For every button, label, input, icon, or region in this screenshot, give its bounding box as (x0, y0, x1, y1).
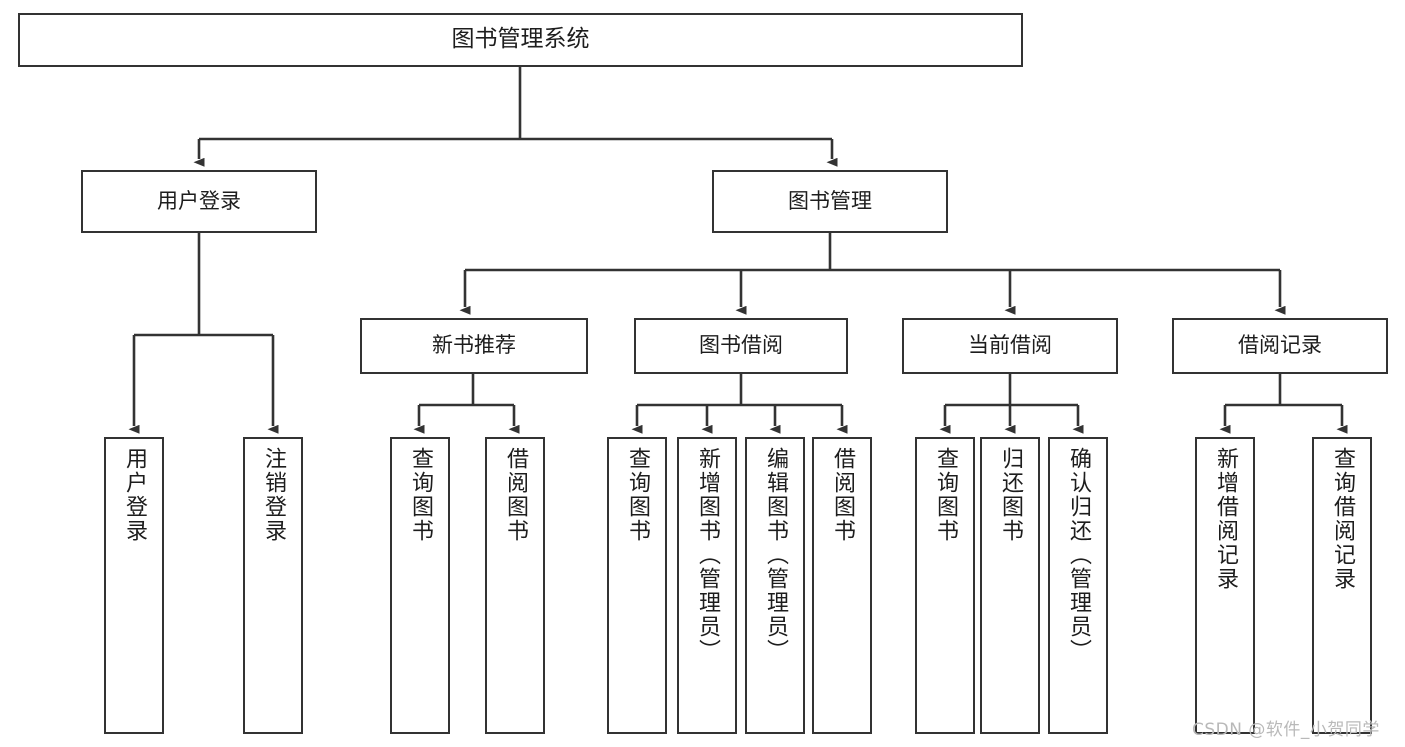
node-book-manage-label: 图书管理 (788, 188, 872, 213)
node-leaf-return-book-label: 归还图书 (998, 447, 1023, 543)
node-leaf-add-book-label: 新增图书（管理员） (695, 447, 720, 663)
node-leaf-query-record-label: 查询借阅记录 (1330, 447, 1355, 591)
node-leaf-edit-book-label: 编辑图书（管理员） (763, 447, 788, 663)
node-borrow-record[interactable]: 借阅记录 (1172, 318, 1388, 374)
node-leaf-confirm-return-label: 确认归还（管理员） (1066, 447, 1091, 663)
node-leaf-logout[interactable]: 注销登录 (243, 437, 303, 734)
node-leaf-edit-book[interactable]: 编辑图书（管理员） (745, 437, 805, 734)
node-book-manage[interactable]: 图书管理 (712, 170, 948, 233)
node-leaf-borrow-books-2[interactable]: 借阅图书 (812, 437, 872, 734)
node-borrow-record-label: 借阅记录 (1238, 333, 1322, 358)
node-current-borrow-label: 当前借阅 (968, 333, 1052, 358)
node-new-book-rec-label: 新书推荐 (432, 333, 516, 358)
node-book-borrow[interactable]: 图书借阅 (634, 318, 848, 374)
node-leaf-user-login[interactable]: 用户登录 (104, 437, 164, 734)
node-user-login-label: 用户登录 (157, 188, 241, 213)
node-leaf-borrow-books-1-label: 借阅图书 (503, 447, 528, 543)
node-new-book-rec[interactable]: 新书推荐 (360, 318, 588, 374)
node-leaf-add-book[interactable]: 新增图书（管理员） (677, 437, 737, 734)
node-leaf-add-record-label: 新增借阅记录 (1213, 447, 1238, 591)
node-root-label: 图书管理系统 (451, 26, 590, 53)
node-user-login[interactable]: 用户登录 (81, 170, 317, 233)
node-leaf-query-books-3-label: 查询图书 (933, 447, 958, 543)
node-leaf-add-record[interactable]: 新增借阅记录 (1195, 437, 1255, 734)
node-leaf-query-books-1[interactable]: 查询图书 (390, 437, 450, 734)
node-leaf-query-books-3[interactable]: 查询图书 (915, 437, 975, 734)
node-root[interactable]: 图书管理系统 (18, 13, 1023, 67)
node-current-borrow[interactable]: 当前借阅 (902, 318, 1118, 374)
node-book-borrow-label: 图书借阅 (699, 333, 783, 358)
node-leaf-query-books-2-label: 查询图书 (625, 447, 650, 543)
node-leaf-return-book[interactable]: 归还图书 (980, 437, 1040, 734)
node-leaf-user-login-label: 用户登录 (122, 447, 147, 543)
watermark-text: CSDN @软件_小贺同学 (1192, 720, 1380, 740)
node-leaf-query-books-2[interactable]: 查询图书 (607, 437, 667, 734)
node-leaf-borrow-books-2-label: 借阅图书 (830, 447, 855, 543)
node-leaf-query-books-1-label: 查询图书 (408, 447, 433, 543)
node-leaf-logout-label: 注销登录 (261, 447, 286, 543)
node-leaf-borrow-books-1[interactable]: 借阅图书 (485, 437, 545, 734)
node-leaf-confirm-return[interactable]: 确认归还（管理员） (1048, 437, 1108, 734)
node-leaf-query-record[interactable]: 查询借阅记录 (1312, 437, 1372, 734)
